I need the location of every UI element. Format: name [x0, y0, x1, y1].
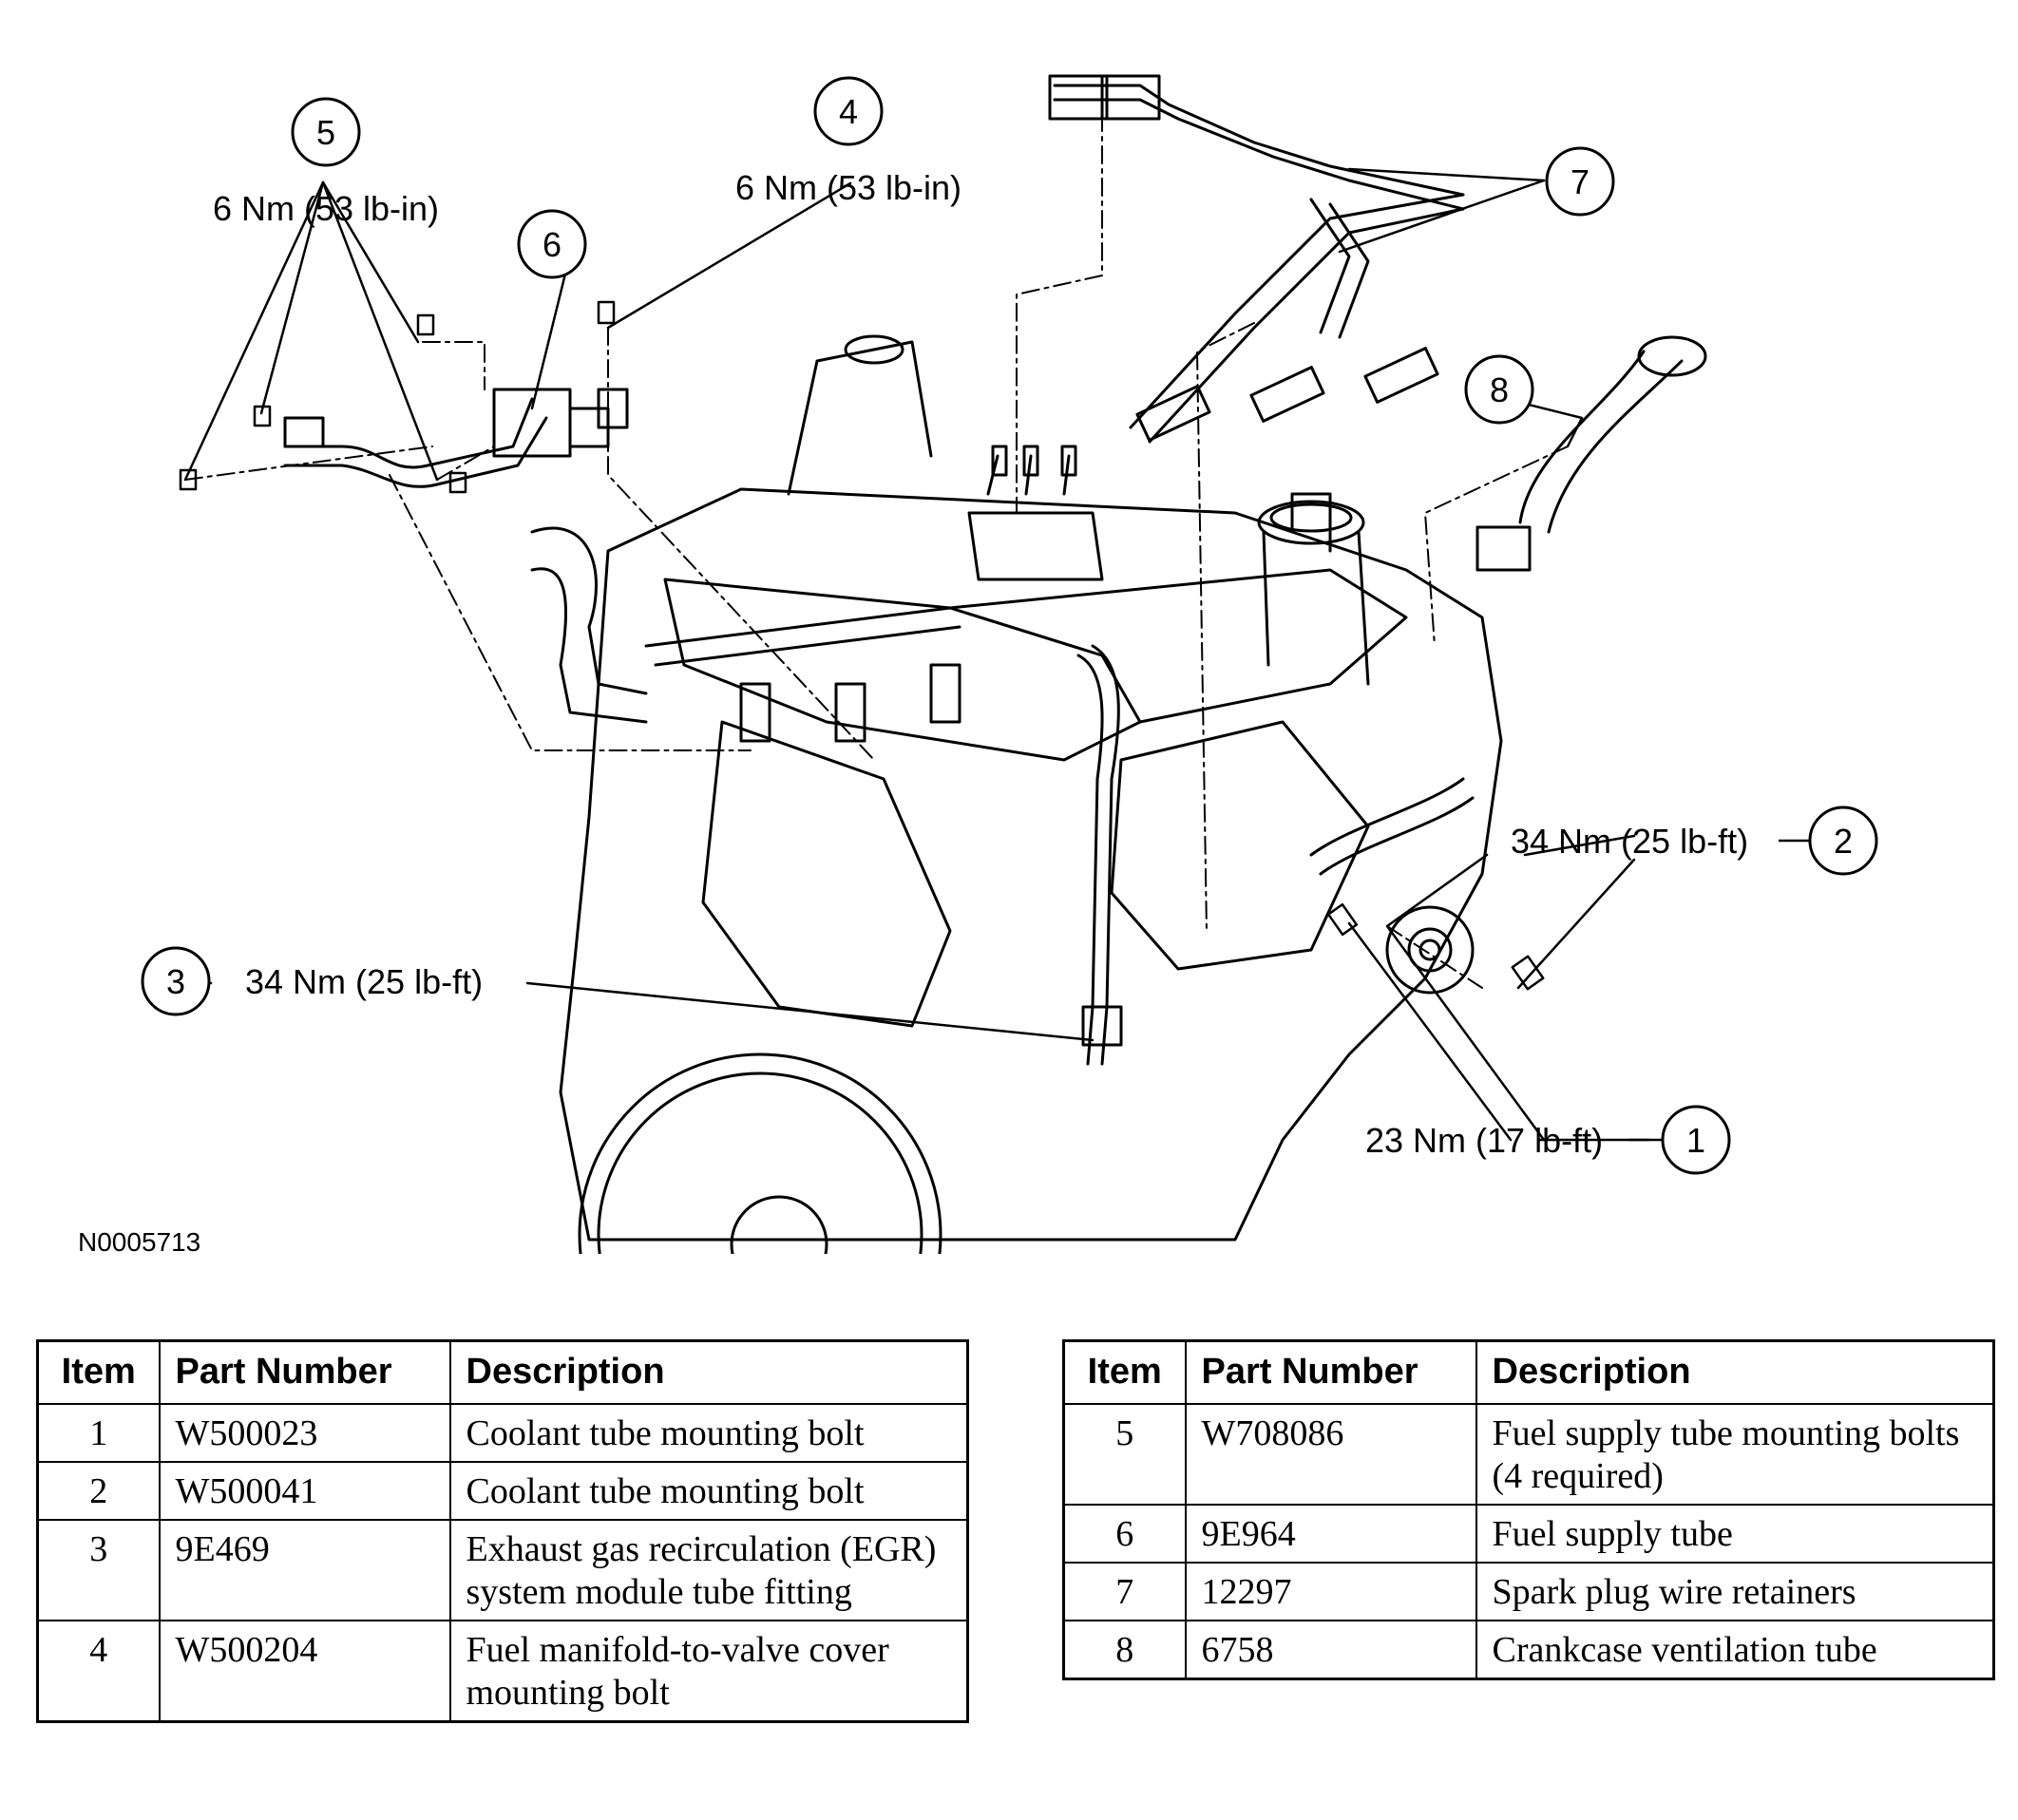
- cell-description: Fuel manifold-to-valve cover mounting bo…: [448, 1620, 969, 1723]
- callout-8: 8: [1464, 354, 1534, 425]
- svg-text:5: 5: [316, 113, 335, 152]
- svg-text:2: 2: [1834, 822, 1853, 861]
- callout-4: 4: [813, 76, 884, 146]
- cell-item: 8: [1062, 1620, 1187, 1680]
- header-part-number: Part Number: [158, 1339, 451, 1405]
- cell-item: 6: [1062, 1504, 1187, 1564]
- engine-illustration: [530, 334, 1503, 1254]
- svg-text:1: 1: [1686, 1121, 1705, 1160]
- cell-description: Spark plug wire retainers: [1475, 1562, 1995, 1621]
- table-row: 5 W708086 Fuel supply tube mounting bolt…: [1062, 1403, 1995, 1506]
- table-row: 8 6758 Crankcase ventilation tube: [1062, 1620, 1995, 1680]
- torque-label-4: 6 Nm (53 lb-in): [735, 168, 961, 207]
- header-description: Description: [448, 1339, 969, 1405]
- callout-3: 3: [141, 946, 211, 1016]
- svg-text:8: 8: [1490, 370, 1509, 409]
- alignment-lines: [184, 113, 1569, 989]
- cell-description: Exhaust gas recirculation (EGR) system m…: [448, 1519, 969, 1621]
- cell-part-number: W500041: [158, 1461, 451, 1521]
- callout-5: 5: [291, 97, 361, 167]
- table-row: 2 W500041 Coolant tube mounting bolt: [36, 1461, 969, 1521]
- table-row: 3 9E469 Exhaust gas recirculation (EGR) …: [36, 1519, 969, 1621]
- torque-label-5: 6 Nm (53 lb-in): [213, 189, 439, 228]
- figure-id: N0005713: [78, 1227, 200, 1254]
- svg-text:3: 3: [166, 962, 185, 1001]
- cell-part-number: W708086: [1184, 1403, 1477, 1506]
- cell-item: 5: [1062, 1403, 1187, 1506]
- svg-text:4: 4: [839, 92, 858, 131]
- torque-label-2: 34 Nm (25 lb-ft): [1511, 822, 1748, 861]
- torque-label-1: 23 Nm (17 lb-ft): [1365, 1121, 1603, 1160]
- cell-description: Coolant tube mounting bolt: [448, 1403, 969, 1463]
- parts-table-left: Item Part Number Description 1 W500023 C…: [36, 1339, 969, 1723]
- table-row: 7 12297 Spark plug wire retainers: [1062, 1562, 1995, 1621]
- cell-part-number: 12297: [1184, 1562, 1477, 1621]
- svg-text:7: 7: [1571, 162, 1590, 201]
- table-row: 1 W500023 Coolant tube mounting bolt: [36, 1403, 969, 1463]
- header-item: Item: [36, 1339, 161, 1405]
- cell-item: 1: [36, 1403, 161, 1463]
- callout-6: 6: [517, 209, 587, 279]
- engine-diagram: 5 4 6 7 8 2 3 1 6 Nm: [78, 74, 1878, 1254]
- svg-text:6: 6: [543, 225, 562, 264]
- parts-table-right: Item Part Number Description 5 W708086 F…: [1062, 1339, 1995, 1680]
- cell-part-number: W500023: [158, 1403, 451, 1463]
- cell-item: 7: [1062, 1562, 1187, 1621]
- cell-part-number: W500204: [158, 1620, 451, 1723]
- torque-label-3: 34 Nm (25 lb-ft): [245, 962, 483, 1001]
- cell-part-number: 9E469: [158, 1519, 451, 1621]
- table-row: 6 9E964 Fuel supply tube: [1062, 1504, 1995, 1564]
- cell-description: Fuel supply tube mounting bolts (4 requi…: [1475, 1403, 1995, 1506]
- table-header-row: Item Part Number Description: [36, 1339, 969, 1405]
- bolts: [179, 300, 1545, 991]
- header-part-number: Part Number: [1184, 1339, 1477, 1405]
- spark-plug-wires-illustration: [1048, 74, 1465, 444]
- cell-description: Fuel supply tube: [1475, 1504, 1995, 1564]
- cell-item: 2: [36, 1461, 161, 1521]
- header-description: Description: [1475, 1339, 1995, 1405]
- cell-item: 4: [36, 1620, 161, 1723]
- header-item: Item: [1062, 1339, 1187, 1405]
- cell-item: 3: [36, 1519, 161, 1621]
- cell-part-number: 9E964: [1184, 1504, 1477, 1564]
- callout-7: 7: [1545, 146, 1615, 217]
- table-row: 4 W500204 Fuel manifold-to-valve cover m…: [36, 1620, 969, 1723]
- table-header-row: Item Part Number Description: [1062, 1339, 1995, 1405]
- callout-2: 2: [1808, 806, 1878, 876]
- crankcase-ventilation-tube-illustration: [1475, 335, 1707, 572]
- callout-1: 1: [1661, 1105, 1731, 1175]
- cell-description: Crankcase ventilation tube: [1475, 1620, 1995, 1680]
- cell-description: Coolant tube mounting bolt: [448, 1461, 969, 1521]
- cell-part-number: 6758: [1184, 1620, 1477, 1680]
